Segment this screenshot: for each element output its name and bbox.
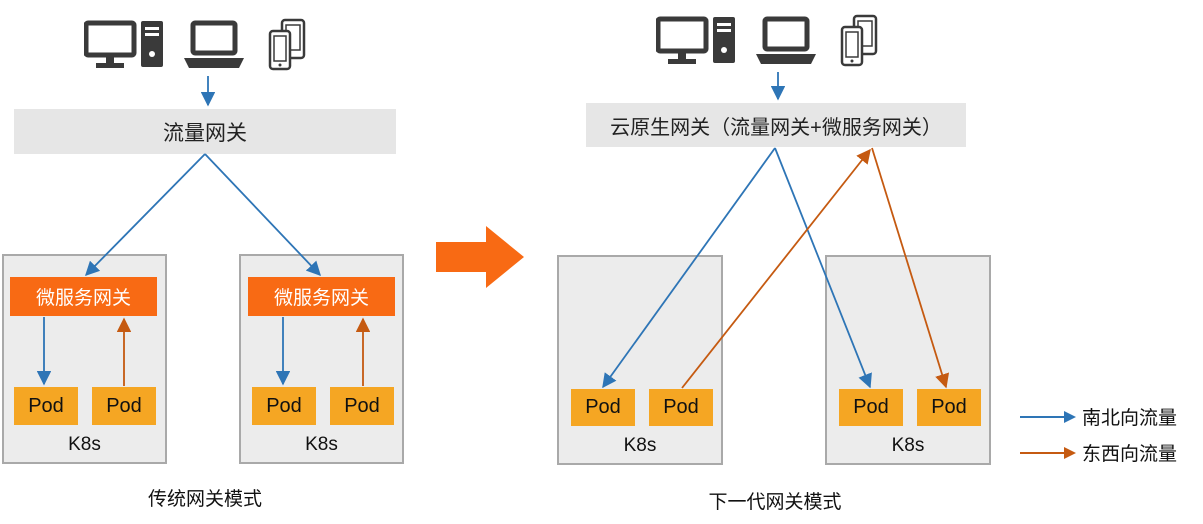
traffic-gateway: 流量网关: [14, 109, 396, 154]
pod-left-2b: Pod: [330, 387, 394, 425]
legend-north-south-label: 南北向流量: [1082, 408, 1178, 429]
k8s-label: K8s: [68, 434, 101, 455]
pod-left-1a: Pod: [14, 387, 78, 425]
legend-east-west-label: 东西向流量: [1082, 444, 1178, 465]
microservice-gateway-label: 微服务网关: [35, 288, 131, 309]
microservice-gateway-left-2: 微服务网关: [248, 277, 395, 316]
legend-east-west: 东西向流量: [1020, 439, 1177, 466]
pod-label: Pod: [931, 396, 967, 418]
pod-label: Pod: [663, 396, 699, 418]
k8s-label: K8s: [305, 434, 338, 455]
desktop-tower-icon: [141, 21, 163, 67]
k8s-label: K8s: [891, 435, 925, 456]
traffic-gateway-label: 流量网关: [163, 121, 247, 145]
desktop-monitor-icon: [655, 16, 709, 64]
desktop-tower-icon: [713, 17, 735, 63]
pod-label: Pod: [28, 394, 64, 417]
pod-right-1b: Pod: [649, 389, 713, 426]
k8s-label: K8s: [623, 435, 657, 456]
pod-label: Pod: [585, 396, 621, 418]
left-client-icons: [83, 18, 314, 74]
legend-north-south: 南北向流量: [1020, 403, 1177, 430]
left-caption: 传统网关模式: [147, 489, 262, 510]
pod-right-1a: Pod: [571, 389, 635, 426]
laptop-icon: [756, 16, 816, 64]
pod-label: Pod: [344, 394, 380, 417]
microservice-gateway-label: 微服务网关: [273, 288, 369, 309]
pod-right-2a: Pod: [839, 389, 903, 426]
right-caption: 下一代网关模式: [708, 492, 842, 513]
cloud-native-gateway-label: 云原生网关（流量网关+微服务网关）: [610, 116, 942, 139]
microservice-gateway-left-1: 微服务网关: [10, 277, 157, 316]
blue-arrow-icon: [1020, 410, 1076, 423]
pod-label: Pod: [266, 394, 302, 417]
desktop-monitor-icon: [83, 20, 137, 68]
pod-label: Pod: [106, 394, 142, 417]
pod-right-2b: Pod: [917, 389, 981, 426]
pod-left-1b: Pod: [92, 387, 156, 425]
orange-arrow-icon: [1020, 446, 1076, 459]
k8s-cluster-right-2: K8s: [825, 255, 991, 465]
cloud-native-gateway: 云原生网关（流量网关+微服务网关）: [586, 103, 966, 147]
mobile-devices-icon: [268, 18, 306, 71]
pod-label: Pod: [853, 396, 889, 418]
right-client-icons: [655, 14, 886, 70]
mobile-devices-icon: [840, 14, 878, 67]
k8s-cluster-right-1: K8s: [557, 255, 723, 465]
laptop-icon: [184, 20, 244, 68]
transition-arrow-icon: [436, 226, 524, 288]
pod-left-2a: Pod: [252, 387, 316, 425]
